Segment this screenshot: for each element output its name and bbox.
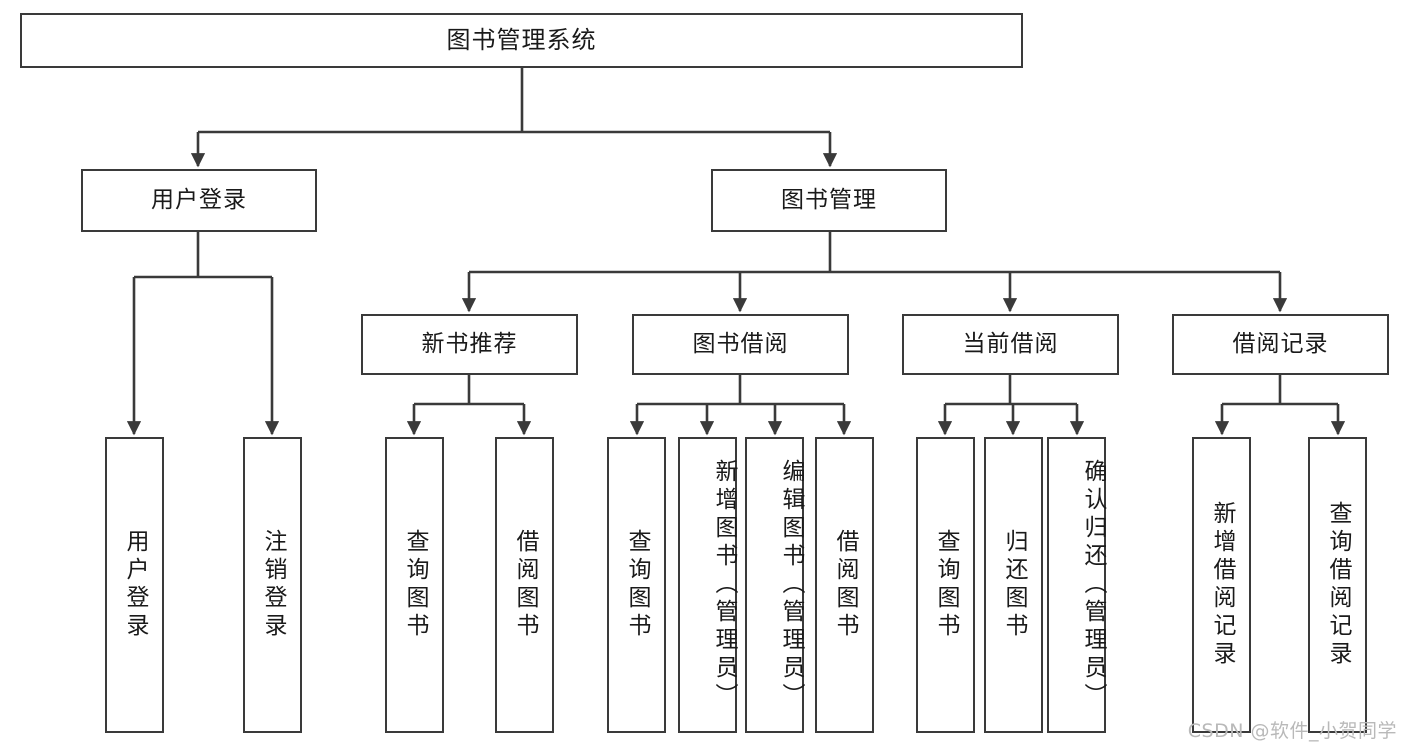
node-root-system[interactable]: 图书管理系统 bbox=[20, 13, 1023, 68]
leaf-logout-login[interactable]: 注销登录 bbox=[243, 437, 302, 733]
leaf-label: 新增借阅记录 bbox=[1209, 501, 1235, 669]
node-borrow-record[interactable]: 借阅记录 bbox=[1172, 314, 1389, 375]
leaf-label: 查询借阅记录 bbox=[1325, 501, 1351, 669]
leaf-return-book[interactable]: 归还图书 bbox=[984, 437, 1043, 733]
leaf-confirm-return-admin[interactable]: 确认归还（管理员） bbox=[1047, 437, 1106, 733]
node-book-manage[interactable]: 图书管理 bbox=[711, 169, 947, 232]
leaf-label: 查询图书 bbox=[402, 529, 428, 641]
leaf-borrow-book-1[interactable]: 借阅图书 bbox=[495, 437, 554, 733]
node-book-borrow[interactable]: 图书借阅 bbox=[632, 314, 849, 375]
leaf-query-book-3[interactable]: 查询图书 bbox=[916, 437, 975, 733]
node-new-book-recommend[interactable]: 新书推荐 bbox=[361, 314, 578, 375]
leaf-label: 用户登录 bbox=[122, 529, 148, 641]
leaf-user-login[interactable]: 用户登录 bbox=[105, 437, 164, 733]
leaf-label: 借阅图书 bbox=[832, 529, 858, 641]
leaf-label: 注销登录 bbox=[260, 529, 286, 641]
leaf-label: 查询图书 bbox=[624, 529, 650, 641]
csdn-watermark: CSDN @软件_小贺同学 bbox=[1187, 720, 1397, 742]
node-user-login[interactable]: 用户登录 bbox=[81, 169, 317, 232]
leaf-label: 查询图书 bbox=[933, 529, 959, 641]
leaf-label: 编辑图书（管理员） bbox=[778, 459, 804, 711]
leaf-label: 新增图书（管理员） bbox=[711, 459, 737, 711]
node-current-borrow[interactable]: 当前借阅 bbox=[902, 314, 1119, 375]
leaf-edit-book-admin[interactable]: 编辑图书（管理员） bbox=[745, 437, 804, 733]
leaf-add-book-admin[interactable]: 新增图书（管理员） bbox=[678, 437, 737, 733]
leaf-label: 归还图书 bbox=[1001, 529, 1027, 641]
leaf-query-borrow-record[interactable]: 查询借阅记录 bbox=[1308, 437, 1367, 733]
leaf-query-book-2[interactable]: 查询图书 bbox=[607, 437, 666, 733]
leaf-label: 确认归还（管理员） bbox=[1080, 459, 1106, 711]
leaf-borrow-book-2[interactable]: 借阅图书 bbox=[815, 437, 874, 733]
leaf-label: 借阅图书 bbox=[512, 529, 538, 641]
leaf-query-book-1[interactable]: 查询图书 bbox=[385, 437, 444, 733]
leaf-add-borrow-record[interactable]: 新增借阅记录 bbox=[1192, 437, 1251, 733]
